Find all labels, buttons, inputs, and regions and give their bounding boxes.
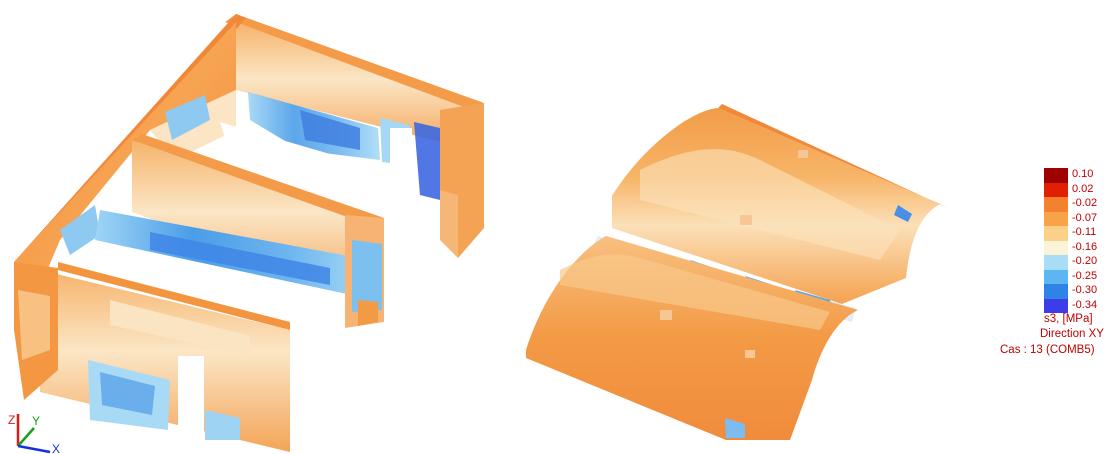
legend-value: -0.02 [1072,197,1098,209]
front-wall-light [110,300,250,356]
legend-swatch [1044,298,1068,313]
lower-vault-light-band [560,254,830,330]
legend-swatch [1044,168,1068,183]
legend-value: -0.11 [1072,226,1097,238]
left-end-wall-light [18,290,50,360]
legend-row: -0.16 [1030,240,1120,255]
y-axis-label: Y [32,414,40,428]
legend-swatch [1044,240,1068,255]
left-side-wall-face [14,22,236,330]
legend-value: -0.30 [1072,284,1098,296]
axis-triad: Z Y X [8,413,60,454]
door-opening-front [178,356,204,452]
upper-vault-light-band [640,149,900,260]
x-axis-line [17,444,51,454]
middle-wall-end-orange [358,300,378,326]
back-wall-face [236,22,472,150]
front-wall-blue-zone-dark [100,372,155,415]
left-wall-blue-spot [165,95,210,140]
legend-swatch [1044,182,1068,197]
lower-vault-blue-edge [725,418,745,438]
upper-vault-blue-edge [894,205,912,222]
door-opening-back [390,128,412,188]
middle-wall-dark-band [150,232,330,285]
legend-case: Cas : 13 (COMB5) [1000,344,1095,356]
legend-row: -0.20 [1030,255,1120,270]
legend-row: -0.11 [1030,226,1120,241]
legend-value: -0.25 [1072,269,1098,282]
z-axis-label: Z [8,413,15,427]
right-end-wall-blue [414,122,440,200]
x-axis-label: X [52,442,60,454]
courtyard-back [220,122,378,190]
lower-vault-patch [660,310,672,320]
legend-swatch [1044,197,1068,212]
legend-value: 0.10 [1072,168,1094,180]
legend-value: -0.16 [1072,240,1098,253]
wall-structure-model[interactable] [14,14,484,452]
middle-wall-top [132,134,384,226]
right-wall-lower [440,190,458,258]
y-axis-line [17,427,35,447]
legend-swatch [1044,211,1068,226]
back-wall-dark-blue-zone [300,110,360,150]
lower-vault-patch-2 [745,350,755,358]
upper-vault-patch [798,150,808,158]
legend-value: -0.34 [1072,298,1098,311]
legend-row: -0.02 [1030,197,1120,212]
legend-direction: Direction XY [1040,328,1104,340]
vault-shells-model[interactable] [526,104,948,440]
legend-swatch [1044,226,1068,241]
legend-swatch [1044,255,1068,270]
back-wall-top-face [225,14,484,110]
legend-value: -0.07 [1072,211,1098,224]
legend-row: 0.10 [1030,168,1120,183]
legend-row: -0.34 [1030,298,1120,313]
legend-row: -0.07 [1030,211,1120,226]
legend-row: -0.25 [1030,269,1120,284]
front-wall-blue-zone-2 [205,410,240,440]
legend-swatch [1044,269,1068,284]
upper-vault-patch-2 [740,215,752,225]
legend-row: -0.30 [1030,284,1120,299]
left-wall-blue-spot-2 [60,205,100,255]
legend-row: 0.02 [1030,182,1120,197]
middle-wall-end-blue [352,240,382,312]
legend-swatches: 0.10 0.02 -0.02 -0.07 -0.11 -0.16 -0.20 -0.25 -0… [1030,168,1120,313]
upper-vault-ridge-shadow [718,104,948,208]
legend-value: -0.20 [1072,255,1098,267]
legend-quantity: s3, [MPa] [1044,313,1093,325]
legend-swatch [1044,284,1068,299]
color-scale-legend: 0.10 0.02 -0.02 -0.07 -0.11 -0.16 -0.20 -0.25 -0… [1030,168,1120,313]
legend-value: 0.02 [1072,182,1094,195]
courtyard-front [96,262,300,322]
front-wall-top [58,262,290,330]
